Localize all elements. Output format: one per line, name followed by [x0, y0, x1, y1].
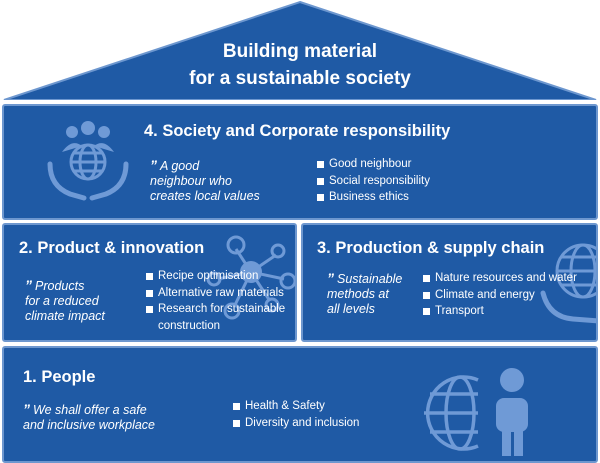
society-items: Good neighbour Social responsibility Bus…	[317, 156, 430, 206]
globe-person-icon	[424, 368, 528, 456]
list-item: Business ethics	[317, 189, 430, 206]
quote-mark: ”	[23, 401, 30, 417]
production-pillar: 3. Production & supply chain ”Sustainabl…	[301, 223, 598, 342]
society-heading: 4. Society and Corporate responsibility	[144, 122, 451, 140]
roof-title-line1: Building material	[222, 41, 378, 62]
roof-title: Building material for a sustainable soci…	[0, 38, 600, 92]
list-item: Health & Safety	[233, 398, 359, 415]
roof-title-line2: for a sustainable society	[189, 68, 411, 89]
production-items: Nature resources and water Climate and e…	[423, 270, 577, 320]
quote-mark: ”	[327, 270, 334, 286]
product-quote-line1: Products	[35, 279, 85, 293]
list-item: Diversity and inclusion	[233, 415, 359, 432]
people-quote-line2: and inclusive workplace	[23, 418, 156, 432]
list-item: Alternative raw materials	[146, 285, 285, 302]
list-item: Good neighbour	[317, 156, 430, 173]
list-item: Recipe optimisation	[146, 268, 285, 285]
product-heading: 2. Product & innovation	[19, 239, 205, 257]
list-item: Social responsibility	[317, 173, 430, 190]
product-items: Recipe optimisation Alternative raw mate…	[146, 268, 285, 334]
people-heading: 1. People	[23, 368, 96, 386]
list-item: Nature resources and water	[423, 270, 577, 287]
product-quote: ”Products for a reduced climate impact	[25, 278, 105, 324]
production-quote-line1: Sustainable	[337, 272, 403, 286]
people-quote: ”We shall offer a safe and inclusive wor…	[23, 402, 155, 433]
quote-mark: ”	[25, 277, 32, 293]
society-quote-line1: A good	[160, 159, 200, 173]
list-item: Research for sustainable	[146, 301, 285, 318]
society-quote-line2: neighbour who	[150, 174, 233, 188]
product-quote-line3: climate impact	[25, 309, 105, 323]
society-quote-line3: creates local values	[150, 189, 260, 203]
production-quote: ”Sustainable methods at all levels	[327, 271, 402, 317]
quote-mark: ”	[150, 157, 157, 173]
society-pillar: 4. Society and Corporate responsibility …	[2, 104, 598, 220]
molecule-network-icon	[206, 235, 295, 320]
people-globe-hands-icon	[47, 121, 129, 201]
list-item-continuation: construction	[158, 319, 221, 332]
list-item: Climate and energy	[423, 287, 577, 304]
product-quote-line2: for a reduced	[25, 294, 99, 308]
list-item: Transport	[423, 303, 577, 320]
roof	[3, 0, 597, 100]
people-pillar: 1. People ”We shall offer a safe and inc…	[2, 346, 598, 463]
product-pillar: 2. Product & innovation ”Products for a …	[2, 223, 297, 342]
people-quote-line1: We shall offer a safe	[33, 403, 147, 417]
society-quote: ”A good neighbour who creates local valu…	[150, 158, 260, 204]
globe-in-hand-icon	[540, 243, 596, 324]
production-quote-line2: methods at	[327, 287, 389, 301]
production-heading: 3. Production & supply chain	[317, 239, 545, 257]
people-items: Health & Safety Diversity and inclusion	[233, 398, 359, 431]
production-quote-line3: all levels	[327, 302, 375, 316]
